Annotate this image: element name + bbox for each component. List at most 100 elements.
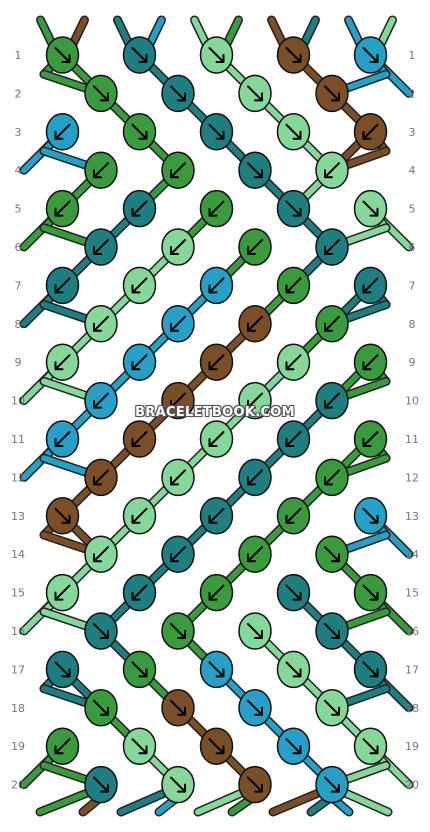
row-number-right: 6 bbox=[409, 241, 416, 254]
arrow-down-right-icon bbox=[131, 47, 148, 63]
arrow-down-left-icon bbox=[208, 507, 225, 524]
row-number-right: 20 bbox=[405, 779, 419, 792]
arrow-down-right-icon bbox=[93, 85, 109, 102]
knot bbox=[238, 74, 272, 113]
row-number-right: 12 bbox=[405, 471, 419, 484]
arrow-down-right-icon bbox=[247, 85, 263, 102]
knot bbox=[353, 343, 388, 381]
knot bbox=[161, 689, 195, 727]
knot bbox=[45, 420, 80, 458]
row-number-right: 1 bbox=[409, 49, 416, 62]
strand-label-top: A bbox=[389, 8, 396, 18]
arrow-down-left-icon bbox=[54, 431, 71, 447]
knot bbox=[122, 497, 157, 535]
arrow-down-right-icon bbox=[170, 699, 186, 716]
knot bbox=[353, 497, 388, 535]
strand-label-top: B bbox=[268, 8, 274, 18]
row-number-left: 20 bbox=[11, 779, 25, 792]
knot bbox=[238, 458, 272, 497]
knot bbox=[45, 497, 80, 535]
arrow-down-right-icon bbox=[54, 661, 71, 678]
row-number-left: 6 bbox=[15, 241, 22, 254]
strand-label-bottom: E bbox=[37, 816, 43, 826]
knot bbox=[353, 727, 388, 765]
arrow-down-right-icon bbox=[247, 623, 263, 639]
row-number-right: 10 bbox=[405, 395, 419, 408]
knot bbox=[84, 305, 118, 343]
knot bbox=[161, 151, 195, 189]
arrow-down-right-icon bbox=[54, 507, 71, 524]
knot bbox=[238, 305, 272, 343]
arrow-down-left-icon bbox=[170, 315, 186, 332]
knot bbox=[84, 689, 118, 727]
arrow-down-right-icon bbox=[324, 85, 340, 102]
strand-label-bottom: B bbox=[80, 816, 86, 826]
row-number-right: 18 bbox=[405, 702, 419, 715]
knot bbox=[84, 228, 118, 266]
arrow-down-left-icon bbox=[208, 354, 225, 371]
arrow-down-right-icon bbox=[247, 162, 263, 179]
row-number-right: 17 bbox=[405, 663, 419, 676]
knot bbox=[276, 420, 311, 458]
row-number-right: 19 bbox=[405, 740, 419, 753]
arrow-down-right-icon bbox=[208, 123, 225, 140]
arrow-down-left-icon bbox=[170, 546, 186, 563]
knot bbox=[199, 727, 234, 765]
knot bbox=[199, 343, 234, 381]
arrow-down-left-icon bbox=[170, 162, 186, 179]
knot bbox=[238, 689, 272, 727]
knot bbox=[45, 650, 80, 689]
arrow-down-left-icon bbox=[131, 431, 148, 447]
arrow-down-left-icon bbox=[324, 392, 340, 409]
arrow-down-left-icon bbox=[131, 200, 148, 217]
strand-label-bottom: E bbox=[229, 816, 235, 826]
knot bbox=[238, 765, 272, 804]
arrow-down-right-icon bbox=[131, 661, 148, 678]
arrow-down-right-icon bbox=[131, 123, 148, 140]
knot bbox=[276, 266, 311, 305]
knot bbox=[276, 650, 311, 689]
row-number-right: 5 bbox=[409, 203, 416, 216]
row-number-right: 9 bbox=[409, 356, 416, 369]
arrow-down-left-icon bbox=[324, 469, 340, 486]
arrow-down-right-icon bbox=[362, 738, 379, 755]
arrow-down-left-icon bbox=[247, 546, 263, 563]
arrow-down-left-icon bbox=[208, 200, 225, 217]
strand-label-bottom: A bbox=[385, 816, 392, 826]
arrow-down-left-icon bbox=[362, 123, 379, 140]
knot bbox=[199, 36, 234, 74]
arrow-down-right-icon bbox=[362, 661, 379, 678]
arrow-down-right-icon bbox=[93, 623, 109, 639]
row-number-left: 11 bbox=[11, 433, 25, 446]
knot bbox=[353, 573, 388, 612]
knot-layer bbox=[45, 36, 388, 804]
knot bbox=[199, 420, 234, 458]
knot bbox=[84, 765, 118, 804]
knot bbox=[45, 573, 80, 612]
row-number-right: 14 bbox=[405, 548, 419, 561]
row-number-left: 8 bbox=[15, 318, 22, 331]
knot bbox=[161, 765, 195, 804]
knot bbox=[122, 420, 157, 458]
strand-label-top: E bbox=[38, 8, 44, 18]
arrow-down-left-icon bbox=[54, 354, 71, 371]
knot bbox=[122, 573, 157, 612]
knot bbox=[353, 36, 388, 74]
arrow-down-left-icon bbox=[93, 239, 109, 255]
arrow-down-left-icon bbox=[131, 584, 148, 601]
knot bbox=[353, 189, 388, 228]
knot bbox=[199, 497, 234, 535]
row-number-right: 2 bbox=[409, 87, 416, 100]
knot bbox=[238, 535, 272, 573]
arrow-down-left-icon bbox=[93, 315, 109, 332]
arrow-down-left-icon bbox=[54, 584, 71, 601]
knot bbox=[276, 113, 311, 151]
knot bbox=[238, 381, 272, 420]
arrow-down-right-icon bbox=[170, 623, 186, 639]
strand-label-top: D bbox=[345, 8, 352, 18]
strand-label-top: C bbox=[114, 8, 120, 18]
arrow-down-right-icon bbox=[93, 776, 109, 793]
arrow-down-left-icon bbox=[170, 392, 186, 409]
arrow-down-left-icon bbox=[208, 431, 225, 447]
